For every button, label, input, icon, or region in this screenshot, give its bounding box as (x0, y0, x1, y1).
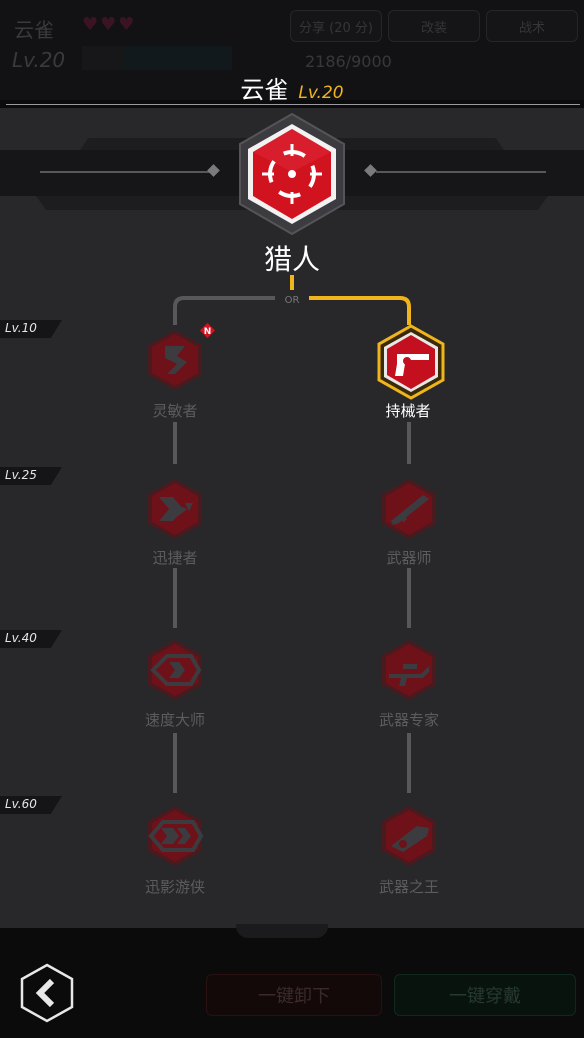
skill-node-weapon-expert[interactable] (377, 638, 441, 702)
root-class-label: 猎人 (263, 243, 320, 276)
banner-line-right (376, 171, 546, 173)
character-name: 云雀 (240, 76, 289, 104)
sniper-rifle-icon (382, 640, 436, 700)
level-tier-label: Lv.10 (5, 321, 37, 335)
level-tier-label: Lv.25 (5, 468, 37, 482)
skill-label-swift: 迅捷者 (152, 549, 198, 567)
swift-arrows-icon (148, 479, 202, 539)
character-level: Lv.20 (298, 83, 344, 103)
heavy-cannon-icon (382, 806, 436, 866)
level-tier-60: Lv.60 (0, 796, 62, 814)
skill-node-swift[interactable] (143, 477, 207, 541)
level-tier-25: Lv.25 (0, 467, 62, 485)
skill-label-weaponsmith: 武器师 (386, 549, 432, 567)
shadow-ranger-icon (148, 806, 204, 866)
new-badge-label: N (204, 327, 212, 337)
background-header: 云雀 ♥♥♥ Lv.20 2186/9000 分享 (20 分) 改装 战术 (0, 0, 584, 100)
skill-node-speed-master[interactable] (143, 638, 207, 702)
title-divider (6, 104, 580, 105)
agility-chevron-icon (148, 330, 202, 390)
skill-label-weapon-expert: 武器专家 (378, 711, 439, 729)
root-class-button[interactable] (230, 112, 354, 236)
skill-label-shadow-ranger: 迅影游侠 (144, 878, 205, 896)
shotgun-icon (382, 479, 436, 539)
level-tier-40: Lv.40 (0, 630, 62, 648)
new-badge-icon: N (200, 323, 215, 338)
background-level: Lv.20 (12, 48, 66, 72)
background-xp-fill (124, 46, 232, 70)
skill-label-weapon-king: 武器之王 (378, 878, 439, 896)
background-share-button: 分享 (20 分) (290, 10, 382, 42)
crosshair-icon (239, 112, 345, 236)
skill-node-gunner[interactable] (373, 324, 449, 400)
back-button[interactable] (18, 962, 76, 1024)
speed-master-icon (148, 640, 202, 700)
level-tier-label: Lv.60 (5, 797, 37, 811)
unequip-all-button[interactable]: 一键卸下 (206, 974, 382, 1016)
skill-node-agile[interactable] (143, 328, 207, 392)
skill-node-weaponsmith[interactable] (377, 477, 441, 541)
banner-line-left (40, 171, 210, 173)
background-tactics-button: 战术 (486, 10, 578, 42)
or-label: OR (285, 295, 300, 306)
page-title: 云雀 Lv.20 (0, 70, 584, 104)
equip-all-button[interactable]: 一键穿戴 (394, 974, 576, 1016)
skill-node-shadow-ranger[interactable] (143, 804, 207, 868)
level-tier-10: Lv.10 (0, 320, 62, 338)
skill-node-weapon-king[interactable] (377, 804, 441, 868)
background-name: 云雀 (14, 18, 54, 42)
background-mod-button: 改装 (388, 10, 480, 42)
skill-label-gunner: 持械者 (385, 402, 431, 420)
class-tree-panel (0, 108, 584, 928)
level-tier-label: Lv.40 (5, 631, 37, 645)
background-xp-text: 2186/9000 (305, 52, 392, 71)
revolver-icon (377, 324, 445, 400)
skill-label-speed-master: 速度大师 (144, 711, 205, 729)
skill-label-agile: 灵敏者 (152, 402, 198, 420)
background-hearts: ♥♥♥ (82, 14, 137, 35)
bottom-tab (236, 924, 328, 938)
chevron-left-icon (20, 963, 74, 1023)
